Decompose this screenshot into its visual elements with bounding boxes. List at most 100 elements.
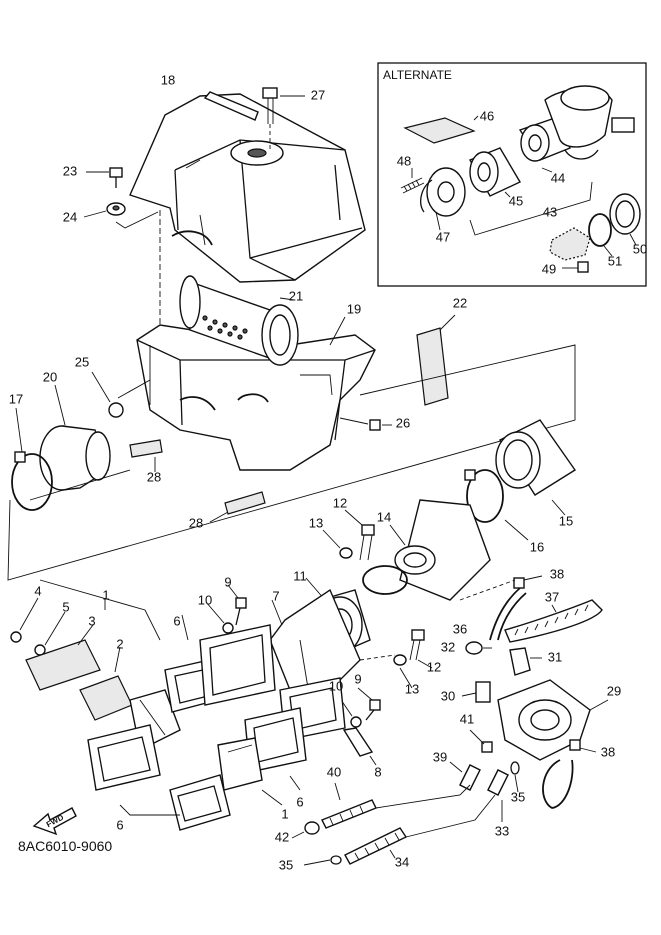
callout-25: 25 bbox=[75, 354, 89, 369]
gasket-6-b bbox=[199, 624, 276, 706]
callout-35: 35 bbox=[279, 857, 293, 872]
callout-7: 7 bbox=[272, 588, 279, 603]
callout-27: 27 bbox=[311, 87, 325, 102]
callout-30: 30 bbox=[441, 688, 455, 703]
nut-49 bbox=[577, 261, 589, 273]
callout-46: 46 bbox=[480, 108, 494, 123]
washer-13-upper bbox=[322, 529, 353, 559]
callout-13: 13 bbox=[405, 681, 419, 696]
nut-38-lower bbox=[569, 739, 597, 753]
hose-40 bbox=[321, 782, 377, 829]
callout-10: 10 bbox=[198, 592, 212, 607]
screw-4 bbox=[10, 631, 22, 643]
clip-35-upper bbox=[510, 761, 520, 793]
adapter-14 bbox=[389, 499, 491, 601]
callout-28: 28 bbox=[189, 515, 203, 530]
spacer-30 bbox=[461, 681, 491, 703]
callout-45: 45 bbox=[509, 193, 523, 208]
hose-u bbox=[542, 759, 574, 809]
callout-29: 29 bbox=[607, 683, 621, 698]
callout-47: 47 bbox=[436, 229, 450, 244]
airbox-base-19 bbox=[136, 324, 376, 471]
callout-21: 21 bbox=[289, 288, 303, 303]
callout-14: 14 bbox=[377, 509, 391, 524]
pad-28b bbox=[209, 491, 266, 523]
callout-11: 11 bbox=[293, 568, 307, 583]
bracket-49-ghost bbox=[549, 227, 591, 261]
hose-36 bbox=[489, 587, 527, 641]
fitting-42 bbox=[291, 821, 320, 839]
callout-19: 19 bbox=[347, 301, 361, 316]
fuel-pump-29 bbox=[497, 679, 609, 761]
callout-51: 51 bbox=[608, 253, 622, 268]
bolt-12-upper bbox=[344, 509, 375, 561]
forward-arrow: FWD bbox=[32, 807, 77, 836]
callout-33: 33 bbox=[495, 823, 509, 838]
callout-23: 23 bbox=[63, 163, 77, 178]
screw-23 bbox=[86, 167, 123, 188]
callout-2: 2 bbox=[116, 636, 123, 651]
gasket-6-d bbox=[169, 774, 231, 831]
reed-block-lower bbox=[217, 737, 263, 791]
callout-39: 39 bbox=[433, 749, 447, 764]
nut-38-upper bbox=[513, 575, 543, 589]
alternate-frame bbox=[377, 62, 647, 287]
callout-37: 37 bbox=[545, 589, 559, 604]
callout-32: 32 bbox=[441, 639, 455, 654]
bolt-48 bbox=[400, 177, 425, 194]
drawing-code: 8AC6010-9060 bbox=[18, 838, 112, 854]
callout-22: 22 bbox=[453, 295, 467, 310]
nut-25 bbox=[91, 371, 151, 418]
callout-35: 35 bbox=[511, 789, 525, 804]
callout-1: 1 bbox=[102, 587, 109, 602]
callout-4: 4 bbox=[34, 583, 41, 598]
clamp-14 bbox=[362, 565, 408, 595]
callout-38: 38 bbox=[550, 566, 564, 581]
callout-24: 24 bbox=[63, 209, 77, 224]
hose-39 bbox=[449, 761, 481, 791]
callout-6: 6 bbox=[296, 794, 303, 809]
callout-3: 3 bbox=[88, 613, 95, 628]
callout-44: 44 bbox=[551, 170, 565, 185]
clamp-17 bbox=[11, 407, 53, 511]
callout-40: 40 bbox=[327, 764, 341, 779]
nut-32 bbox=[465, 641, 492, 655]
callout-34: 34 bbox=[395, 854, 409, 869]
callout-5: 5 bbox=[62, 599, 69, 614]
alternate-title: ALTERNATE bbox=[383, 68, 452, 82]
callout-1: 1 bbox=[281, 806, 288, 821]
pad-28a bbox=[129, 439, 163, 472]
clip-8 bbox=[342, 727, 377, 766]
callout-41: 41 bbox=[460, 711, 474, 726]
screw-26 bbox=[339, 417, 392, 431]
callout-16: 16 bbox=[530, 539, 544, 554]
callout-17: 17 bbox=[9, 391, 23, 406]
clamp-16 bbox=[464, 469, 529, 541]
bolt-12-lower bbox=[409, 629, 433, 669]
gasket-6-c bbox=[87, 724, 161, 791]
callout-12: 12 bbox=[333, 495, 347, 510]
callout-9: 9 bbox=[224, 574, 231, 589]
boot-15 bbox=[495, 419, 576, 516]
ring-51 bbox=[588, 213, 612, 247]
callout-36: 36 bbox=[453, 621, 467, 636]
washer-13-lower bbox=[393, 654, 413, 689]
clip-35-lower bbox=[303, 855, 342, 866]
callout-43: 43 bbox=[543, 204, 557, 219]
callout-28: 28 bbox=[147, 469, 161, 484]
callout-15: 15 bbox=[559, 513, 573, 528]
nut-24 bbox=[83, 202, 159, 229]
bolt-27 bbox=[262, 87, 305, 150]
bracket-31 bbox=[509, 647, 542, 676]
bolt-9-lower bbox=[357, 687, 381, 721]
callout-10: 10 bbox=[329, 678, 343, 693]
callout-38: 38 bbox=[601, 744, 615, 759]
callout-8: 8 bbox=[374, 764, 381, 779]
callout-31: 31 bbox=[548, 649, 562, 664]
plate-2 bbox=[79, 675, 133, 721]
alternate-inset: ALTERNATE bbox=[377, 62, 647, 287]
hose-33 bbox=[487, 769, 509, 822]
